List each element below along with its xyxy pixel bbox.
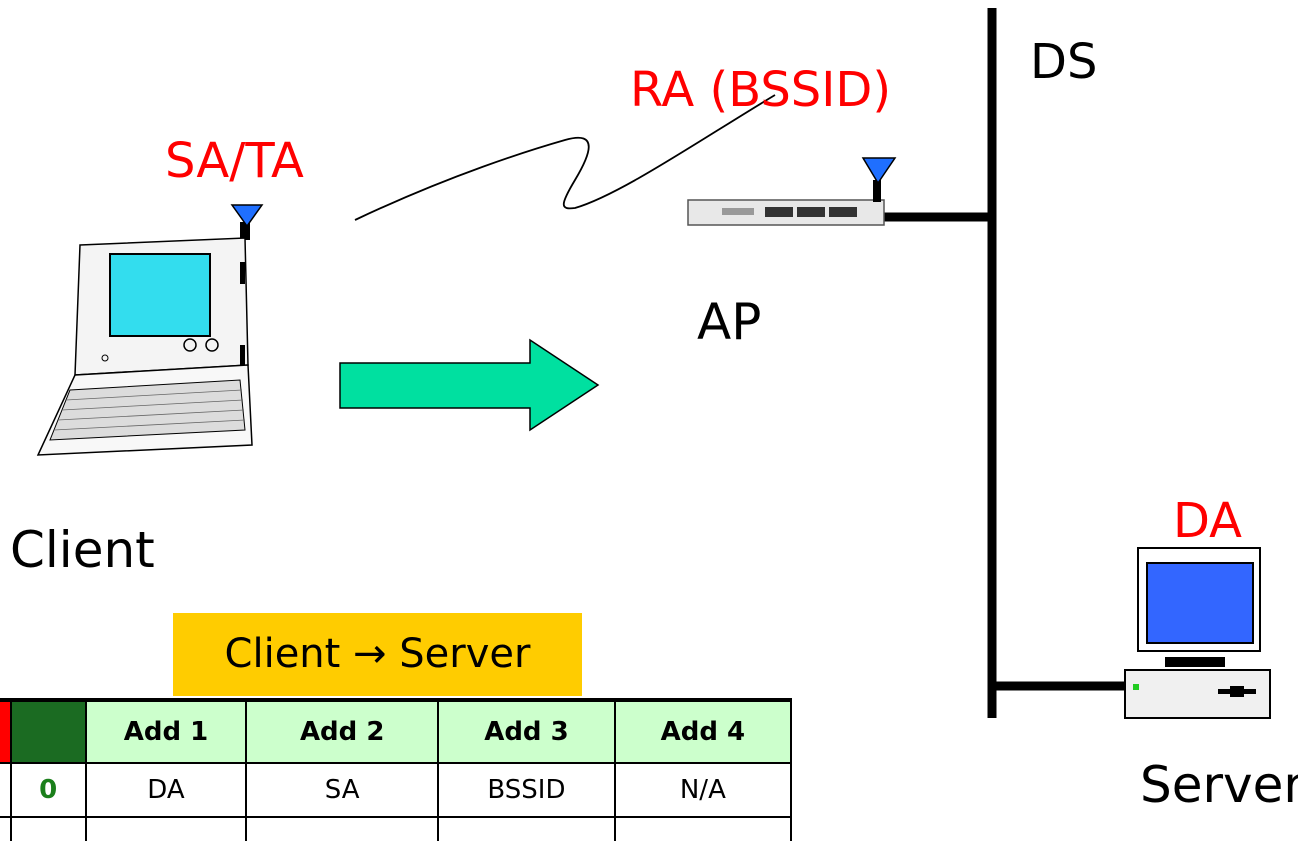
sa-ta-label: SA/TA	[165, 133, 304, 189]
ra-bssid-label: RA (BSSID)	[630, 62, 892, 118]
table-viewport: Add 1 Add 2 Add 3 Add 4 0 DA SA BSSID N/…	[0, 690, 812, 841]
laptop-icon	[36, 204, 264, 456]
header-cell-add1: Add 1	[84, 698, 248, 764]
cell-add1	[84, 816, 248, 841]
cell-flag-b: 0	[9, 762, 87, 818]
client-label: Client	[10, 521, 155, 579]
cell-add4: N/A	[613, 762, 793, 818]
ap-label: AP	[697, 293, 762, 351]
address-table: Add 1 Add 2 Add 3 Add 4 0 DA SA BSSID N/…	[0, 698, 793, 841]
ds-label: DS	[1030, 34, 1098, 90]
table-row: 0 DA SA BSSID N/A	[0, 762, 793, 818]
server-label: Server	[1140, 756, 1298, 814]
cell-add1: DA	[84, 762, 248, 818]
header-cell-flag-a	[0, 698, 12, 764]
cell-add3: BSSID	[437, 762, 616, 818]
right-arrow-icon	[339, 338, 600, 432]
header-cell-flag-b	[9, 698, 87, 764]
access-point-icon	[687, 157, 897, 226]
cell-add4	[613, 816, 793, 841]
header-cell-add4: Add 4	[613, 698, 793, 764]
table-row	[0, 816, 793, 841]
direction-banner: Client → Server	[173, 613, 582, 696]
table-header-row: Add 1 Add 2 Add 3 Add 4	[0, 698, 793, 764]
cell-flag-b	[9, 816, 87, 841]
header-cell-add2: Add 2	[245, 698, 440, 764]
header-cell-add3: Add 3	[437, 698, 616, 764]
cell-flag-a	[0, 762, 12, 818]
desktop-computer-icon	[1124, 547, 1271, 719]
wireless-link	[354, 94, 776, 221]
cell-add3	[437, 816, 616, 841]
cell-flag-a	[0, 816, 12, 841]
da-label: DA	[1173, 493, 1242, 549]
cell-add2	[245, 816, 440, 841]
cell-add2: SA	[245, 762, 440, 818]
